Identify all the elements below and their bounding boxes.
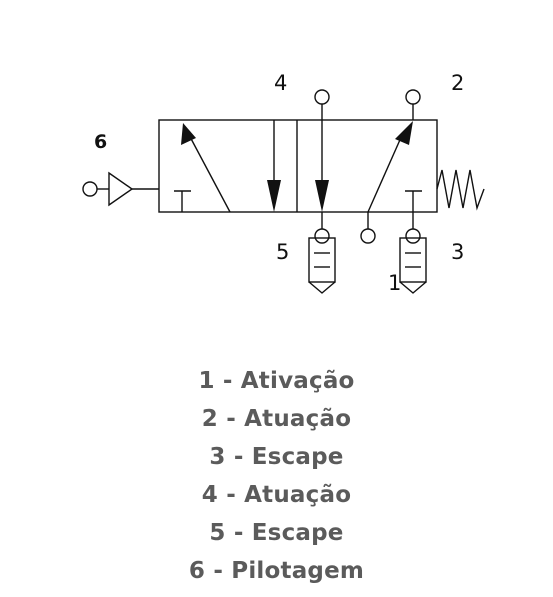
port-1-circle [360, 228, 376, 244]
valve-symbol-diagram: 4 2 6 5 3 1 [82, 71, 485, 295]
port-label-1: 1 [388, 271, 401, 295]
pilot-triangle [108, 171, 134, 207]
legend-item: 1 - Ativação [198, 368, 355, 394]
valve-body [158, 119, 438, 213]
port-3-silencer [399, 237, 427, 283]
port-label-6: 6 [94, 131, 107, 153]
port-5-silencer [308, 237, 336, 283]
legend-item: 6 - Pilotagem [188, 558, 365, 584]
legend-item: 4 - Atuação [201, 482, 352, 508]
port-6-circle [82, 181, 98, 197]
port-label-2: 2 [451, 71, 464, 95]
legend-item: 3 - Escape [209, 444, 344, 470]
port-label-3: 3 [451, 240, 464, 264]
port-label-5: 5 [276, 240, 289, 264]
legend-item: 5 - Escape [209, 520, 344, 546]
legend-item: 2 - Atuação [201, 406, 352, 432]
return-spring [436, 169, 485, 211]
port-4-circle [314, 89, 330, 105]
port-2-circle [405, 89, 421, 105]
port-label-4: 4 [274, 71, 287, 95]
legend: 1 - Ativação 2 - Atuação 3 - Escape 4 - … [0, 362, 553, 590]
